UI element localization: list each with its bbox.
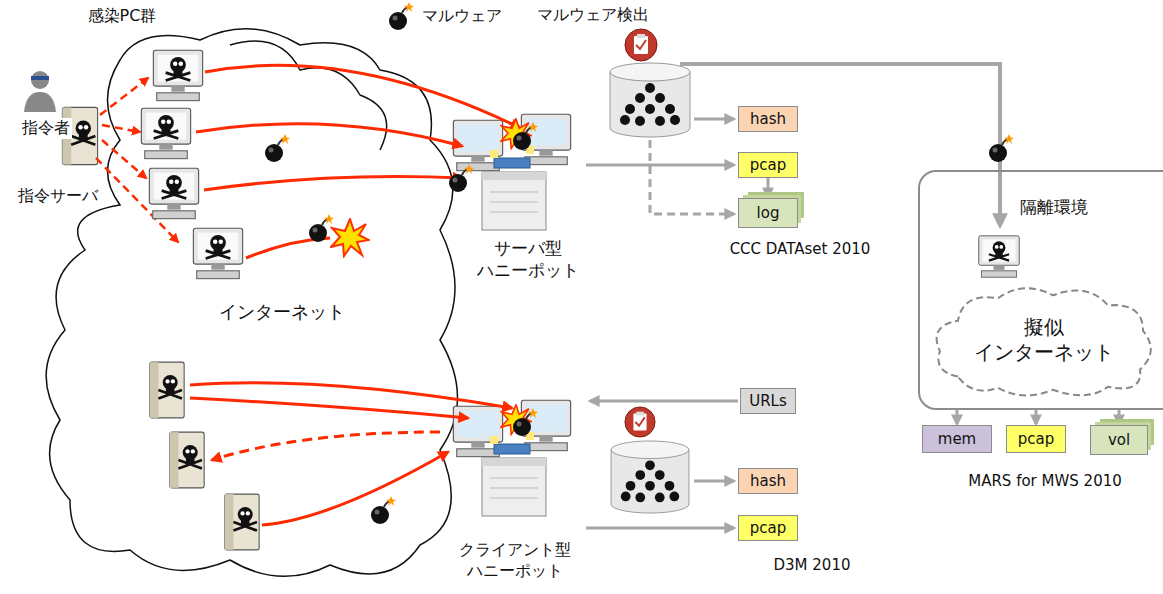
url-list: URLs — [740, 388, 796, 414]
detect-icon — [625, 29, 657, 61]
bomb — [371, 496, 396, 524]
bomb — [309, 214, 334, 242]
hash-file: hash — [738, 106, 798, 132]
malware-label: マルウェア — [420, 6, 504, 27]
bomb — [513, 408, 538, 436]
malicious-server — [170, 432, 204, 488]
hash-file: hash — [738, 468, 798, 494]
data-flow-arrows — [586, 64, 1000, 528]
sandbox-box: 隔離環境擬似 インターネット — [918, 170, 1163, 410]
cloud-shape — [937, 288, 1151, 395]
blast — [331, 219, 369, 256]
honeypot-label: クライアント型 ハニーポット — [451, 540, 579, 582]
flow-arrow — [956, 410, 959, 424]
file-label: log — [757, 204, 780, 222]
commander — [24, 71, 56, 112]
infected-pc — [193, 228, 242, 278]
dataset-label: D3M 2010 — [772, 556, 853, 576]
file-label: hash — [750, 110, 786, 128]
file-label: hash — [750, 472, 786, 490]
actor-label: 指令者 — [20, 118, 72, 139]
network-label: インターネット — [217, 300, 347, 323]
bomb — [389, 2, 414, 30]
malware-db — [610, 63, 690, 137]
malicious-server — [225, 494, 259, 550]
file-label: URLs — [749, 392, 787, 410]
flow-arrow — [767, 178, 770, 197]
server-label: 指令サーバ — [16, 186, 100, 207]
file-label: pcap — [1018, 430, 1054, 448]
internet-cloud — [46, 29, 457, 577]
region-title: 隔離環境 — [1020, 196, 1088, 219]
sandbox-pc — [979, 236, 1019, 277]
malware-db — [611, 441, 689, 513]
honeypot-label: サーバ型 ハニーポット — [466, 237, 590, 281]
client-honeypot — [453, 400, 570, 516]
bomb — [513, 122, 538, 150]
dataset-label: MARS for MWS 2010 — [966, 472, 1124, 492]
file-label: mem — [938, 430, 976, 448]
bomb — [265, 134, 290, 162]
infected-pc — [141, 108, 190, 158]
file-label: vol — [1108, 431, 1130, 449]
mem-file: mem — [922, 425, 992, 453]
pseudo-internet-cloud: 擬似 インターネット — [928, 280, 1160, 400]
pcap-file: pcap — [738, 152, 798, 178]
flow-arrow — [1118, 410, 1121, 424]
flow-arrow — [1035, 410, 1038, 424]
infected-pc — [153, 50, 202, 100]
cloud-text: 擬似 インターネット — [964, 315, 1124, 365]
dataset-label: CCC DATAset 2010 — [728, 240, 873, 260]
vol-file: vol — [1090, 425, 1148, 455]
pcap-file: pcap — [738, 515, 798, 541]
bomb — [989, 134, 1014, 162]
pcap-file: pcap — [1006, 425, 1066, 453]
internet-cloud-lobe — [230, 41, 387, 150]
file-label: pcap — [750, 519, 786, 537]
log-file: log — [738, 198, 798, 228]
infected-pc — [149, 168, 198, 218]
file-label: pcap — [750, 156, 786, 174]
attack-arrows — [190, 65, 520, 525]
detect-label: マルウェア検出 — [535, 5, 651, 26]
malicious-server — [150, 362, 184, 418]
detect-icon — [625, 407, 655, 437]
bomb — [449, 164, 474, 192]
group-label: 感染PC群 — [86, 6, 159, 27]
